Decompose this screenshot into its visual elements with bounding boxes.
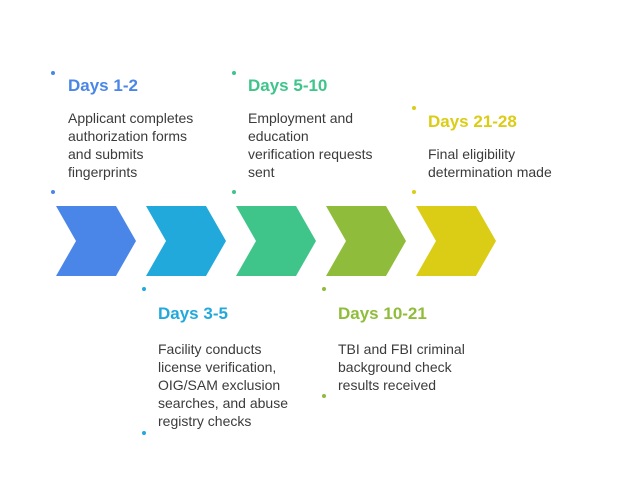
step-3-top-dot xyxy=(232,71,236,75)
chevron-step-5 xyxy=(416,206,496,276)
step-5-line-1: Final eligibility xyxy=(428,146,516,162)
chevron-step-3 xyxy=(236,206,316,276)
step-2-line-5: registry checks xyxy=(158,413,252,429)
step-2-line-2: license verification, xyxy=(158,359,277,375)
chevron-step-1 xyxy=(56,206,136,276)
chevron-step-4 xyxy=(326,206,406,276)
step-3-title: Days 5-10 xyxy=(248,76,328,95)
step-5-description: Final eligibility determination made xyxy=(428,145,552,181)
step-2-title: Days 3-5 xyxy=(158,304,228,323)
step-1-line-3: and submits xyxy=(68,146,144,162)
step-3-line-2: education xyxy=(248,128,309,144)
step-2-top-dot xyxy=(142,287,146,291)
step-3-line-4: sent xyxy=(248,164,275,180)
step-4-title: Days 10-21 xyxy=(338,304,427,323)
step-4-line-2: background check xyxy=(338,359,452,375)
step-1-bottom-dot xyxy=(51,190,55,194)
step-4-bottom-dot xyxy=(322,394,326,398)
step-5-top-dot xyxy=(412,106,416,110)
step-3-line-3: verification requests xyxy=(248,146,373,162)
step-4-line-3: results received xyxy=(338,377,437,393)
step-1-line-1: Applicant completes xyxy=(68,110,194,126)
step-1-line-4: fingerprints xyxy=(68,164,138,180)
step-1-description: Applicant completes authorization forms … xyxy=(68,109,193,181)
step-4-line-1: TBI and FBI criminal xyxy=(338,341,465,357)
step-2-line-3: OIG/SAM exclusion xyxy=(158,377,281,393)
step-1-top-dot xyxy=(51,71,55,75)
step-1-line-2: authorization forms xyxy=(68,128,188,144)
step-3-line-1: Employment and xyxy=(248,110,354,126)
step-3-bottom-dot xyxy=(232,190,236,194)
step-5-title: Days 21-28 xyxy=(428,112,517,131)
step-1-title: Days 1-2 xyxy=(68,76,138,95)
step-2-bottom-dot xyxy=(142,431,146,435)
chevron-step-2 xyxy=(146,206,226,276)
step-5-bottom-dot xyxy=(412,190,416,194)
step-2-line-1: Facility conducts xyxy=(158,341,262,357)
step-2-description: Facility conducts license verification, … xyxy=(158,340,288,430)
step-3-description: Employment and education verification re… xyxy=(248,109,373,181)
step-4-top-dot xyxy=(322,287,326,291)
step-4-description: TBI and FBI criminal background check re… xyxy=(338,340,465,394)
step-5-line-2: determination made xyxy=(428,164,552,180)
step-2-line-4: searches, and abuse xyxy=(158,395,288,411)
